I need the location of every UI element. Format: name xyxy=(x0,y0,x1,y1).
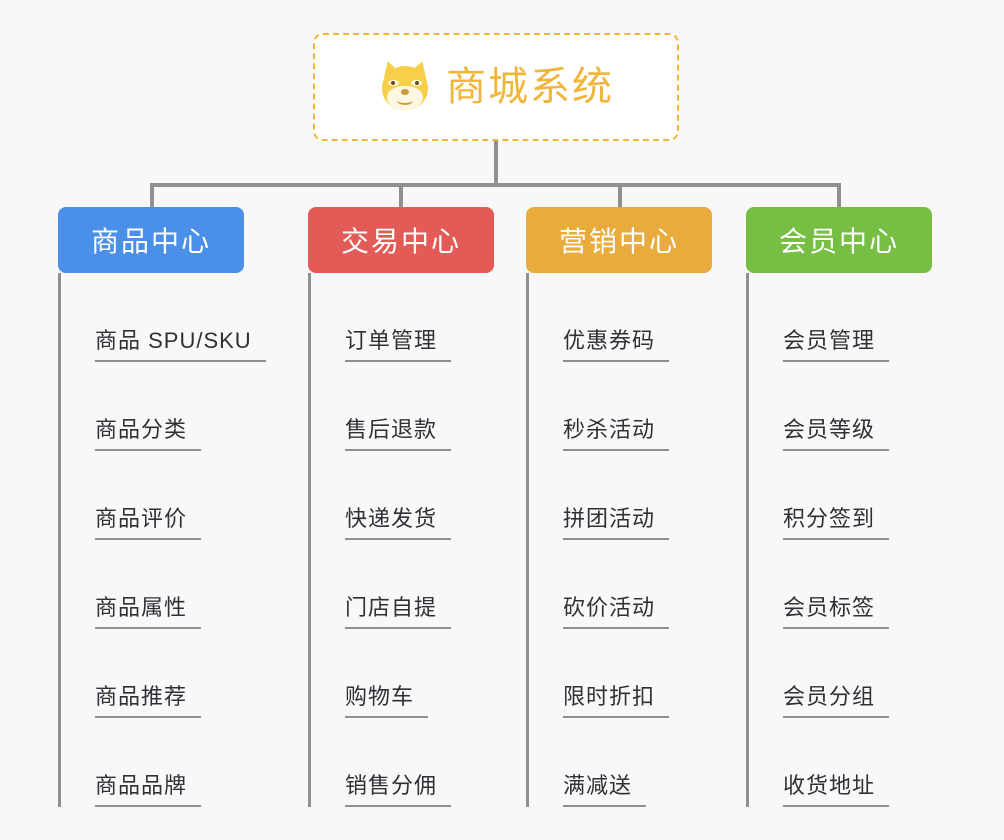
leaf-item[interactable]: 会员标签 xyxy=(749,540,932,629)
leaf-item-label: 售后退款 xyxy=(345,417,452,451)
leaf-item-label: 商品品牌 xyxy=(95,773,202,807)
connector-drop-4 xyxy=(837,183,841,209)
leaf-item[interactable]: 门店自提 xyxy=(311,540,494,629)
leaf-item[interactable]: 商品评价 xyxy=(61,451,244,540)
leaf-item-label: 会员分组 xyxy=(783,684,890,718)
leaf-item-label: 收货地址 xyxy=(783,773,890,807)
leaf-item[interactable]: 满减送 xyxy=(529,718,712,807)
leaf-item-label: 会员管理 xyxy=(783,328,890,362)
leaf-item[interactable]: 商品分类 xyxy=(61,362,244,451)
leaf-item-label: 秒杀活动 xyxy=(563,417,670,451)
leaf-list-3: 优惠券码秒杀活动拼团活动砍价活动限时折扣满减送 xyxy=(526,273,712,807)
leaf-item-label: 会员标签 xyxy=(783,595,890,629)
leaf-item-label: 商品属性 xyxy=(95,595,202,629)
leaf-item[interactable]: 购物车 xyxy=(311,629,494,718)
leaf-item-label: 门店自提 xyxy=(345,595,452,629)
leaf-item-label: 订单管理 xyxy=(345,328,452,362)
leaf-item[interactable]: 限时折扣 xyxy=(529,629,712,718)
leaf-item[interactable]: 积分签到 xyxy=(749,451,932,540)
leaf-item[interactable]: 售后退款 xyxy=(311,362,494,451)
leaf-item[interactable]: 订单管理 xyxy=(311,273,494,362)
leaf-item[interactable]: 商品品牌 xyxy=(61,718,244,807)
leaf-item[interactable]: 会员等级 xyxy=(749,362,932,451)
leaf-item-label: 优惠券码 xyxy=(563,328,670,362)
leaf-list-2: 订单管理售后退款快递发货门店自提购物车销售分佣 xyxy=(308,273,494,807)
leaf-item[interactable]: 收货地址 xyxy=(749,718,932,807)
leaf-item-label: 快递发货 xyxy=(345,506,452,540)
leaf-item-label: 拼团活动 xyxy=(563,506,670,540)
leaf-item[interactable]: 拼团活动 xyxy=(529,451,712,540)
leaf-item[interactable]: 商品推荐 xyxy=(61,629,244,718)
leaf-item-label: 满减送 xyxy=(563,773,647,807)
leaf-item-label: 商品分类 xyxy=(95,417,202,451)
leaf-item[interactable]: 砍价活动 xyxy=(529,540,712,629)
leaf-item[interactable]: 秒杀活动 xyxy=(529,362,712,451)
leaf-item-label: 商品推荐 xyxy=(95,684,202,718)
category-header-4[interactable]: 会员中心 xyxy=(746,207,932,273)
connector-horizontal-bus xyxy=(151,183,839,187)
leaf-list-1: 商品 SPU/SKU 商品分类商品评价商品属性商品推荐商品品牌 xyxy=(58,273,266,807)
leaf-item-label: 会员等级 xyxy=(783,417,890,451)
category-column-4: 会员中心会员管理会员等级积分签到会员标签会员分组收货地址 xyxy=(746,207,932,807)
leaf-item[interactable]: 优惠券码 xyxy=(529,273,712,362)
connector-root-stem xyxy=(494,141,498,186)
root-title: 商城系统 xyxy=(446,65,614,109)
leaf-item-label: 销售分佣 xyxy=(345,773,452,807)
connector-drop-3 xyxy=(618,183,622,209)
shiba-inu-face-icon xyxy=(378,58,432,114)
leaf-item[interactable]: 快递发货 xyxy=(311,451,494,540)
leaf-item-label: 购物车 xyxy=(345,684,429,718)
connector-drop-2 xyxy=(399,183,403,209)
leaf-item[interactable]: 会员管理 xyxy=(749,273,932,362)
leaf-item[interactable]: 商品 SPU/SKU xyxy=(61,273,266,362)
leaf-item-label: 积分签到 xyxy=(783,506,890,540)
category-column-1: 商品中心商品 SPU/SKU 商品分类商品评价商品属性商品推荐商品品牌 xyxy=(58,207,266,807)
leaf-item-label: 商品评价 xyxy=(95,506,202,540)
leaf-item[interactable]: 商品属性 xyxy=(61,540,244,629)
leaf-list-4: 会员管理会员等级积分签到会员标签会员分组收货地址 xyxy=(746,273,932,807)
leaf-item[interactable]: 会员分组 xyxy=(749,629,932,718)
leaf-item-label: 砍价活动 xyxy=(563,595,670,629)
root-node[interactable]: 商城系统 xyxy=(313,33,679,141)
category-header-1[interactable]: 商品中心 xyxy=(58,207,244,273)
leaf-item-label: 商品 SPU/SKU xyxy=(95,328,266,362)
category-header-3[interactable]: 营销中心 xyxy=(526,207,712,273)
connector-drop-1 xyxy=(150,183,154,209)
category-column-3: 营销中心优惠券码秒杀活动拼团活动砍价活动限时折扣满减送 xyxy=(526,207,712,807)
category-column-2: 交易中心订单管理售后退款快递发货门店自提购物车销售分佣 xyxy=(308,207,494,807)
category-header-2[interactable]: 交易中心 xyxy=(308,207,494,273)
leaf-item-label: 限时折扣 xyxy=(563,684,670,718)
leaf-item[interactable]: 销售分佣 xyxy=(311,718,494,807)
